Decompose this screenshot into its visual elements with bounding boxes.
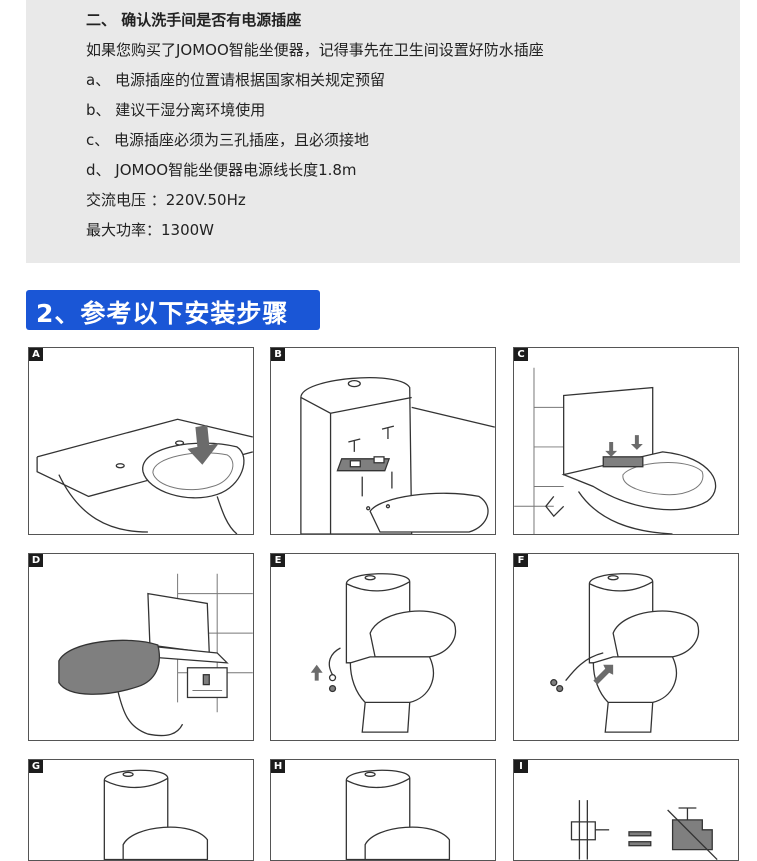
toilet-seat-view-illustration xyxy=(345,769,451,860)
step-panel-b: B xyxy=(270,347,496,535)
step-label-i: I xyxy=(514,760,528,773)
step-label-e: E xyxy=(271,554,285,567)
step-panel-a: A xyxy=(28,347,254,535)
toilet-plate-install-illustration xyxy=(514,367,717,534)
power-outlet-info-box: 二、 确认洗手间是否有电源插座 如果您购买了JOMOO智能坐便器，记得事先在卫生… xyxy=(26,0,740,263)
step-label-f: F xyxy=(514,554,528,567)
step-panel-c: C xyxy=(513,347,739,535)
info-line: a、 电源插座的位置请根据国家相关规定预留 xyxy=(86,71,385,89)
toilet-seat-view-illustration xyxy=(103,769,209,860)
step-label-h: H xyxy=(271,760,285,773)
water-hose-connect-illustration xyxy=(310,573,457,733)
toilet-bolts-mounting-illustration xyxy=(300,377,495,534)
hose-tighten-illustration xyxy=(550,573,700,733)
info-line: 交流电压 ：220V.50Hz xyxy=(86,191,246,209)
seat-slide-on-illustration xyxy=(58,573,253,737)
toilet-top-arrow-illustration xyxy=(36,418,253,534)
step-label-c: C xyxy=(514,348,528,361)
step-panel-e: E xyxy=(270,553,496,741)
step-label-b: B xyxy=(271,348,285,361)
info-line: 最大功率：1300W xyxy=(86,221,215,239)
info-line: c、 电源插座必须为三孔插座，且必须接地 xyxy=(86,131,370,149)
info-line: d、 JOMOO智能坐便器电源线长度1.8m xyxy=(86,161,357,179)
step-panel-i: I xyxy=(513,759,739,861)
step-label-g: G xyxy=(29,760,43,773)
install-steps-heading: 2、参考以下安装步骤 xyxy=(26,290,320,330)
step-label-d: D xyxy=(29,554,43,567)
step-panel-g: G xyxy=(28,759,254,861)
info-title: 二、 确认洗手间是否有电源插座 xyxy=(86,11,302,29)
step-panel-f: F xyxy=(513,553,739,741)
step-panel-h: H xyxy=(270,759,496,861)
install-steps-heading-label: 2、参考以下安装步骤 xyxy=(36,299,289,328)
step-label-a: A xyxy=(29,348,43,361)
step-panel-d: D xyxy=(28,553,254,741)
water-valve-open-illustration xyxy=(570,800,718,860)
info-line: b、 建议干湿分离环境使用 xyxy=(86,101,266,119)
info-line: 如果您购买了JOMOO智能坐便器，记得事先在卫生间设置好防水插座 xyxy=(86,41,544,59)
